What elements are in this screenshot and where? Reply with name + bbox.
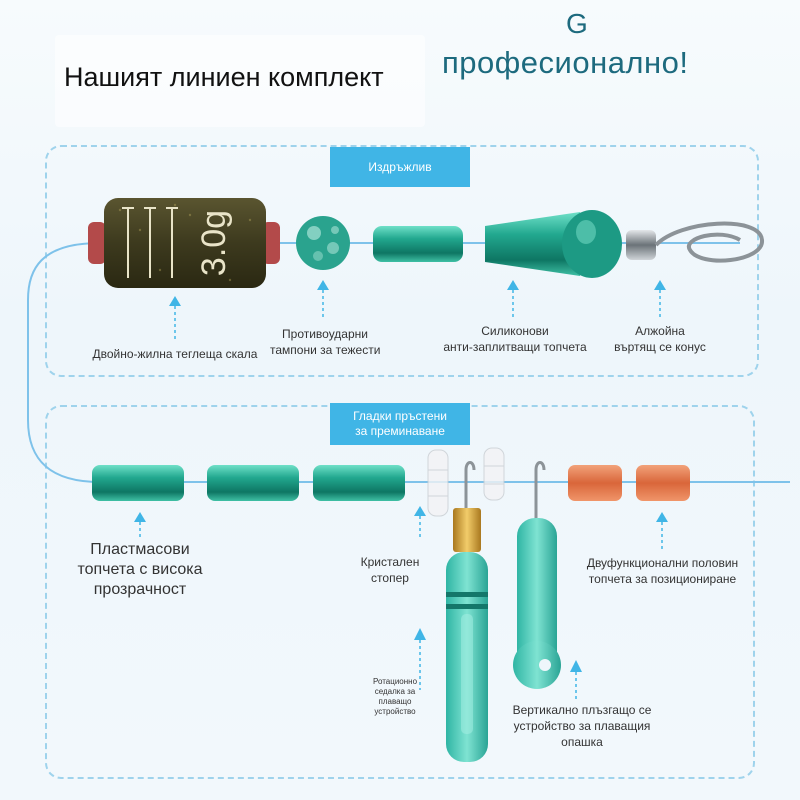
half-bead-2 — [636, 465, 690, 501]
crystal-stopper-2 — [483, 447, 505, 501]
plastic-bead-3 — [313, 465, 405, 501]
swivel-snap — [626, 221, 764, 263]
swivel-cone — [485, 210, 622, 278]
label-stopper: Кристален стопер — [360, 555, 420, 585]
fishing-line — [27, 242, 790, 483]
tag-smooth-rings-line1: Гладки пръстени — [353, 409, 447, 423]
silicone-bead — [373, 226, 463, 262]
vertical-slider — [513, 461, 561, 689]
plastic-bead-1 — [92, 465, 184, 501]
brand-letter: G — [566, 8, 588, 39]
label-plastic: Пластмасови топчета с висока прозрачност — [77, 541, 203, 598]
half-bead-1 — [568, 465, 622, 501]
weight-sinker: 3.0g — [88, 198, 280, 288]
crystal-stopper-1 — [427, 449, 449, 517]
label-buffer: Противоударни тампони за тежести — [270, 327, 381, 357]
page-title: Нашият линиен комплект — [64, 62, 384, 92]
label-silicone: Силиконови анти-заплитващи топчета — [443, 324, 587, 354]
tag-smooth-rings-line2: за преминаване — [355, 424, 445, 438]
top-panel — [45, 145, 759, 377]
label-swivel: Алжойна въртящ се конус — [614, 324, 706, 354]
tag-smooth-rings: Гладки пръстени за преминаване — [330, 403, 470, 445]
tag-durable-text: Издръжлив — [368, 159, 432, 174]
label-weight: Двойно-жилна теглеща скала — [92, 347, 258, 361]
label-slider: Вертикално плъзгащо се устройство за пла… — [512, 703, 652, 749]
label-float-seat: Ротационно седалка за плаващо устройство — [372, 677, 418, 716]
weight-marking: 3.0g — [195, 210, 233, 276]
buffer-ball — [296, 216, 350, 270]
pointer-arrows — [134, 280, 668, 672]
label-half-beads: Двуфункционални половин топчета за позиц… — [586, 556, 739, 586]
pointer-lines — [139, 290, 663, 700]
tag-durable: Издръжлив — [330, 147, 470, 187]
header-backdrop — [55, 35, 425, 127]
plastic-bead-2 — [207, 465, 299, 501]
rotating-float-seat — [446, 461, 488, 762]
tagline: професионално! — [442, 45, 689, 80]
